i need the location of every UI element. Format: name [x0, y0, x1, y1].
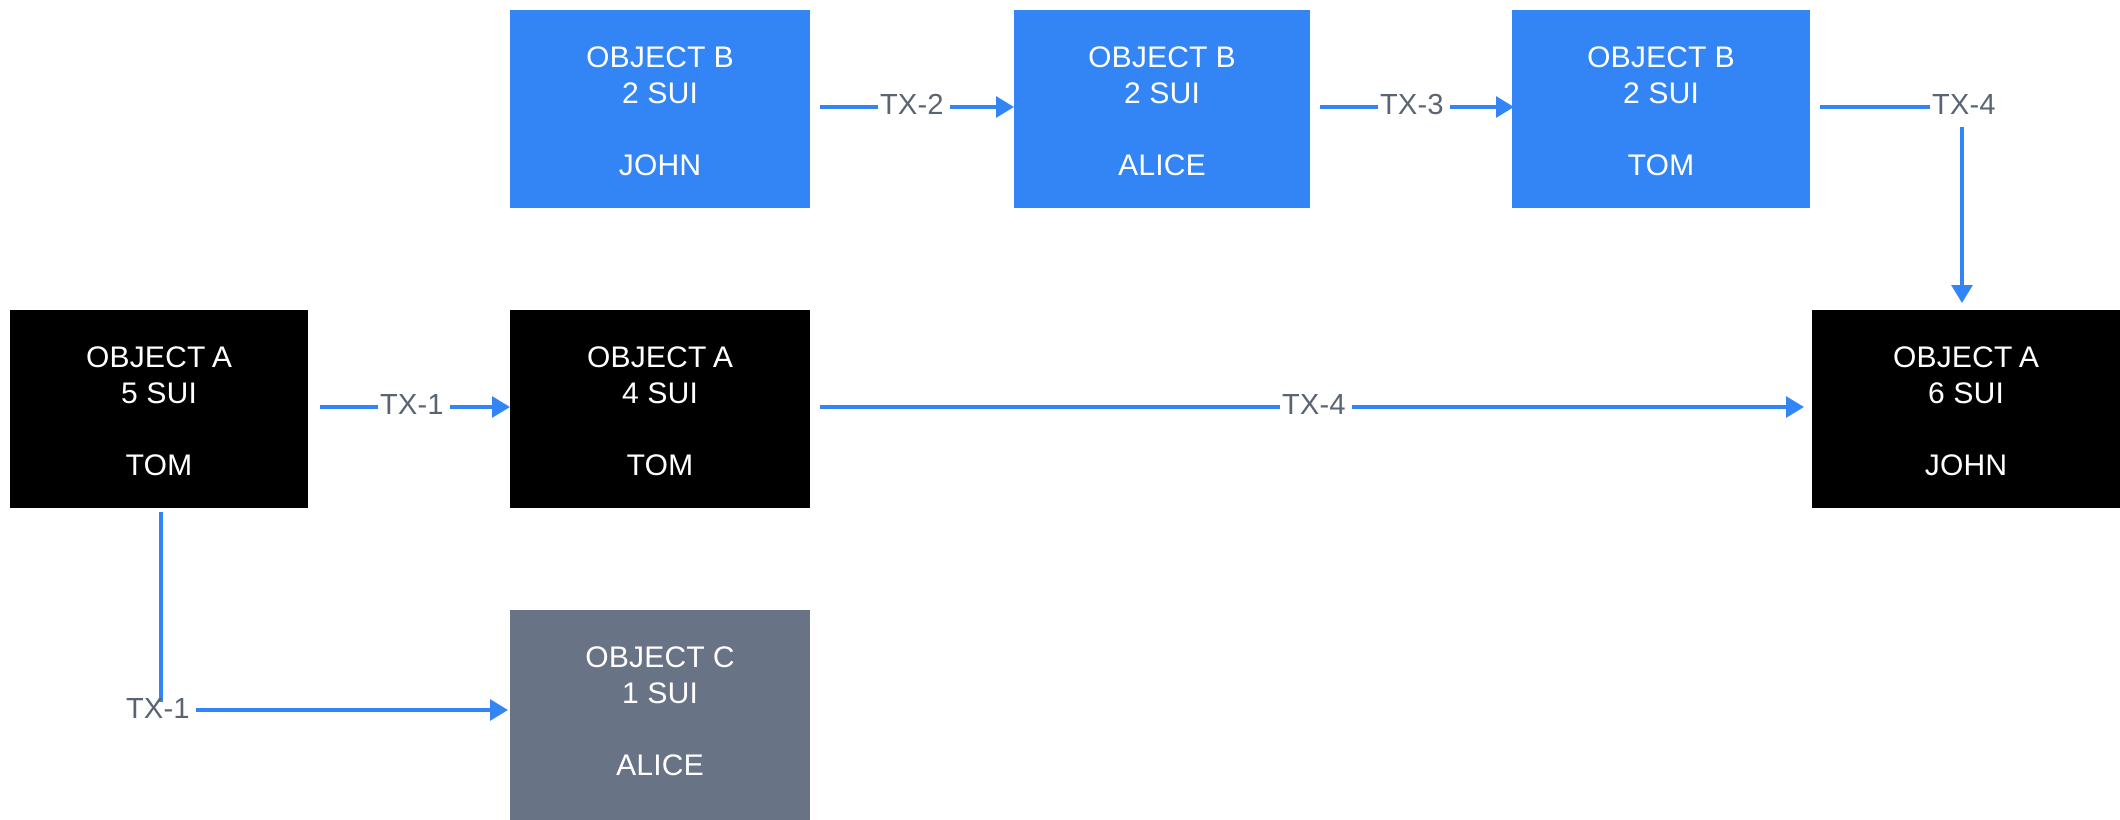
node-amount-label: 4 SUI	[621, 377, 699, 410]
edge-tx4-mid-line-right	[1352, 405, 1788, 409]
node-object-label: OBJECT B	[1587, 41, 1735, 74]
node-object-label: OBJECT A	[85, 341, 233, 374]
node-object-label: OBJECT B	[586, 41, 734, 74]
edge-tx1-label: TX-1	[380, 389, 444, 421]
node-object-b-john[interactable]: OBJECT B 2 SUI JOHN	[510, 10, 810, 208]
edge-tx4-top-arrowhead-icon	[1951, 285, 1973, 303]
edge-tx1-line-right	[450, 405, 494, 409]
edge-tx4-top-line-h	[1820, 105, 1930, 109]
node-object-label: OBJECT B	[1088, 41, 1236, 74]
node-owner-label: JOHN	[1924, 449, 2008, 482]
edge-tx3-line-right	[1450, 105, 1498, 109]
edge-tx1-bottom-arrowhead-icon	[490, 699, 508, 721]
node-object-a-4sui[interactable]: OBJECT A 4 SUI TOM	[510, 310, 810, 508]
node-object-b-tom[interactable]: OBJECT B 2 SUI TOM	[1512, 10, 1810, 208]
edge-tx4-mid-arrowhead-icon	[1786, 396, 1804, 418]
edge-tx1-bottom-label: TX-1	[126, 693, 190, 725]
edge-tx1-line-left	[320, 405, 378, 409]
node-owner-label: ALICE	[1118, 149, 1206, 182]
node-owner-label: TOM	[125, 449, 193, 482]
node-object-label: OBJECT A	[1892, 341, 2040, 374]
node-object-label: OBJECT C	[585, 641, 735, 674]
edge-tx3-label: TX-3	[1380, 89, 1444, 121]
node-amount-label: 1 SUI	[621, 677, 699, 710]
edge-tx2-label: TX-2	[880, 89, 944, 121]
edge-tx2-arrowhead-icon	[996, 96, 1014, 118]
edge-tx4-mid-line-left	[820, 405, 1280, 409]
edge-tx2-line-right	[950, 105, 998, 109]
edge-tx4-top-label: TX-4	[1932, 89, 1996, 121]
node-amount-label: 5 SUI	[120, 377, 198, 410]
edge-tx3-arrowhead-icon	[1496, 96, 1514, 118]
node-amount-label: 2 SUI	[1622, 77, 1700, 110]
node-object-a-5sui[interactable]: OBJECT A 5 SUI TOM	[10, 310, 308, 508]
edge-tx1-arrowhead-icon	[492, 396, 510, 418]
node-object-label: OBJECT A	[586, 341, 734, 374]
node-amount-label: 2 SUI	[1123, 77, 1201, 110]
edge-tx4-mid-label: TX-4	[1282, 389, 1346, 421]
node-object-b-alice[interactable]: OBJECT B 2 SUI ALICE	[1014, 10, 1310, 208]
node-object-a-6sui[interactable]: OBJECT A 6 SUI JOHN	[1812, 310, 2120, 508]
edge-tx1-bottom-line-h	[196, 708, 492, 712]
node-owner-label: ALICE	[616, 749, 704, 782]
edge-tx1-bottom-line-v	[159, 512, 163, 702]
edge-tx2-line-left	[820, 105, 878, 109]
node-owner-label: JOHN	[618, 149, 702, 182]
node-owner-label: TOM	[1627, 149, 1695, 182]
node-owner-label: TOM	[626, 449, 694, 482]
node-amount-label: 6 SUI	[1927, 377, 2005, 410]
edge-tx4-top-line-v	[1960, 127, 1964, 285]
edge-tx3-line-left	[1320, 105, 1378, 109]
node-object-c-alice[interactable]: OBJECT C 1 SUI ALICE	[510, 610, 810, 820]
node-amount-label: 2 SUI	[621, 77, 699, 110]
